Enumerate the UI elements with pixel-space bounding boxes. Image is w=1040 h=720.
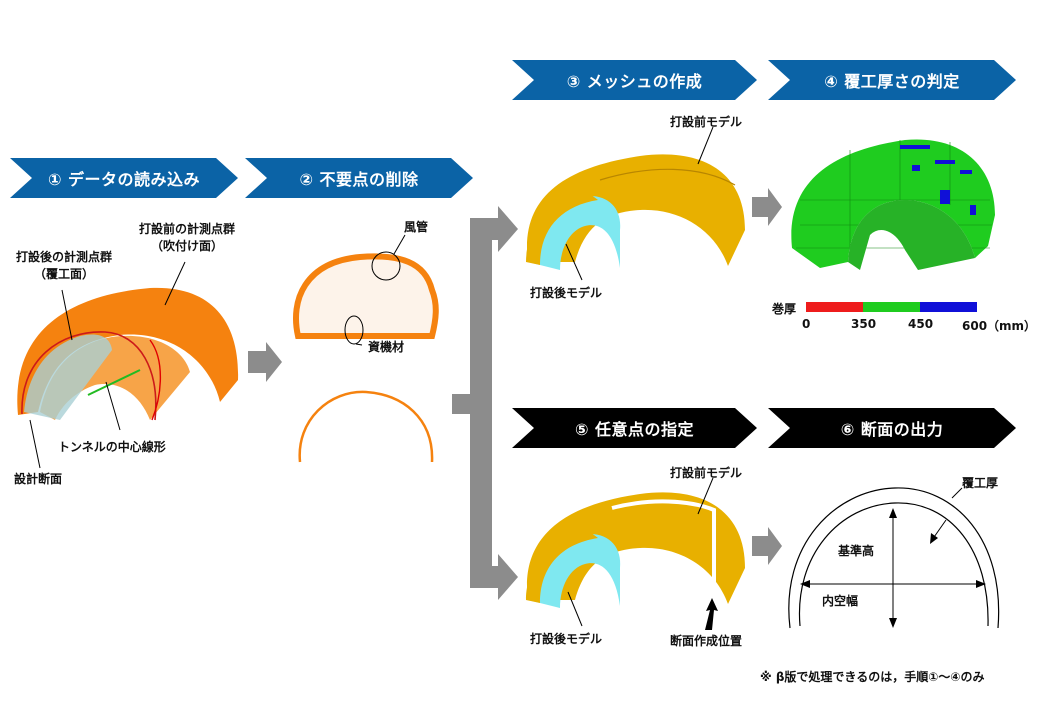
legend-tick-600: 600（mm） xyxy=(962,319,1037,333)
step2-duct-marker xyxy=(371,251,401,281)
leader-step5-after xyxy=(567,591,583,627)
leader-design-section xyxy=(29,419,41,469)
flow-arrow-3-4 xyxy=(752,188,782,226)
label-step3-after-model: 打設後モデル xyxy=(530,286,603,300)
step4-heatmap-model xyxy=(791,139,995,270)
label-duct: 風管 xyxy=(404,220,429,234)
label-before-points-line1: 打設前の計測点群 xyxy=(138,222,235,236)
step4-thick-patch xyxy=(900,145,930,149)
step2-full-cloud xyxy=(292,253,439,339)
flow-arrow-5-6 xyxy=(752,527,782,565)
step3-before-model-shade xyxy=(599,168,736,186)
step1-lining-face xyxy=(24,334,112,420)
label-after-points-line1: 打設後の計測点群 xyxy=(15,250,112,264)
label-section-position: 断面作成位置 xyxy=(670,634,743,648)
legend-blue xyxy=(920,302,977,312)
step3-models xyxy=(526,154,745,270)
step4-thick-patch xyxy=(970,205,976,215)
step5-models xyxy=(526,492,745,608)
step1-right-edge xyxy=(149,339,162,421)
step3-after-model-rim xyxy=(526,194,598,265)
leader-materials xyxy=(355,343,363,346)
legend-title: 巻厚 xyxy=(772,302,797,316)
label-step3-before-model: 打設前モデル xyxy=(670,115,743,129)
label-reference-height: 基準高 xyxy=(838,544,875,558)
step6-section xyxy=(788,487,1000,629)
footnote: ※ β版で処理できるのは，手順①～④のみ xyxy=(760,670,985,684)
label-after-points-line2: （覆工面） xyxy=(33,267,94,281)
step4-thick-patch xyxy=(960,170,972,174)
legend-red xyxy=(806,302,863,312)
step4-legend-bar xyxy=(806,302,977,312)
label-before-points: 打設前の計測点群 （吹付け面） xyxy=(112,220,262,254)
leader-duct xyxy=(393,234,406,255)
arrowhead xyxy=(889,618,897,628)
legend-tick-350: 350 xyxy=(851,317,877,331)
leader-center-line xyxy=(105,381,121,431)
step4-inner-face xyxy=(848,200,975,270)
flow-branch-vertical xyxy=(470,218,492,588)
step1-leaders xyxy=(29,261,186,469)
step1-tunnel-shell xyxy=(17,287,239,415)
leader-step3-after xyxy=(565,243,583,281)
flow-branch-stem xyxy=(452,394,474,414)
step-5-banner: ⑤ 任意点の指定 xyxy=(512,408,757,448)
label-inner-width: 内空幅 xyxy=(822,594,859,608)
label-materials: 資機材 xyxy=(368,340,405,354)
step1-center-line xyxy=(87,369,141,396)
label-after-points: 打設後の計測点群 （覆工面） xyxy=(4,248,124,282)
step-6-banner: ⑥ 断面の出力 xyxy=(768,408,1016,448)
step4-thick-patch xyxy=(912,165,920,171)
step1-tunnel-scan xyxy=(17,287,239,421)
step-3-banner: ③ メッシュの作成 xyxy=(512,60,757,100)
flow-arrow-to-5 xyxy=(470,554,518,600)
step6-inner-lining xyxy=(798,502,989,627)
step6-arrowheads xyxy=(800,508,986,628)
step1-design-section xyxy=(21,331,157,421)
step-1-banner: ① データの読み込み xyxy=(10,158,238,198)
step3-before-model xyxy=(526,154,745,266)
step5-before-model xyxy=(526,492,745,604)
section-position-arrow xyxy=(705,598,718,630)
arrowhead xyxy=(800,580,810,588)
flow-arrow-1-2 xyxy=(248,342,282,382)
leader-step3-before xyxy=(697,126,714,165)
legend-green xyxy=(863,302,920,312)
label-step5-after-model: 打設後モデル xyxy=(530,632,603,646)
leader-after-points xyxy=(61,289,73,341)
step6-outer-lining xyxy=(788,487,1000,629)
arrowhead xyxy=(889,508,897,518)
flow-arrow-to-3 xyxy=(470,206,518,252)
label-center-line: トンネルの中心線形 xyxy=(58,440,166,454)
legend-tick-450: 450 xyxy=(908,317,934,331)
legend-tick-0: 0 xyxy=(802,317,811,331)
step2-cleaned-ring xyxy=(298,390,434,463)
label-step5-before-model: 打設前モデル xyxy=(670,466,743,480)
step4-thick-patch xyxy=(940,190,950,204)
step2-material-marker xyxy=(344,315,364,345)
step4-shell xyxy=(791,139,995,268)
step-2-banner: ② 不要点の削除 xyxy=(245,158,473,198)
step5-after-model-rim xyxy=(526,532,598,603)
arrowhead xyxy=(930,533,938,544)
arrowhead xyxy=(976,580,986,588)
step5-section-line xyxy=(611,499,716,598)
label-design-section: 設計断面 xyxy=(14,472,63,486)
leader-before-points xyxy=(164,261,186,306)
leader-step5-before xyxy=(697,477,714,515)
step-4-banner: ④ 覆工厚さの判定 xyxy=(768,60,1016,100)
flow-arrows xyxy=(248,188,782,600)
step2-clouds xyxy=(292,234,439,463)
step4-thick-patch xyxy=(935,160,955,164)
label-lining-thickness: 覆工厚 xyxy=(962,476,999,490)
step6-label-leader xyxy=(951,487,963,499)
label-before-points-line2: （吹付け面） xyxy=(150,239,223,253)
